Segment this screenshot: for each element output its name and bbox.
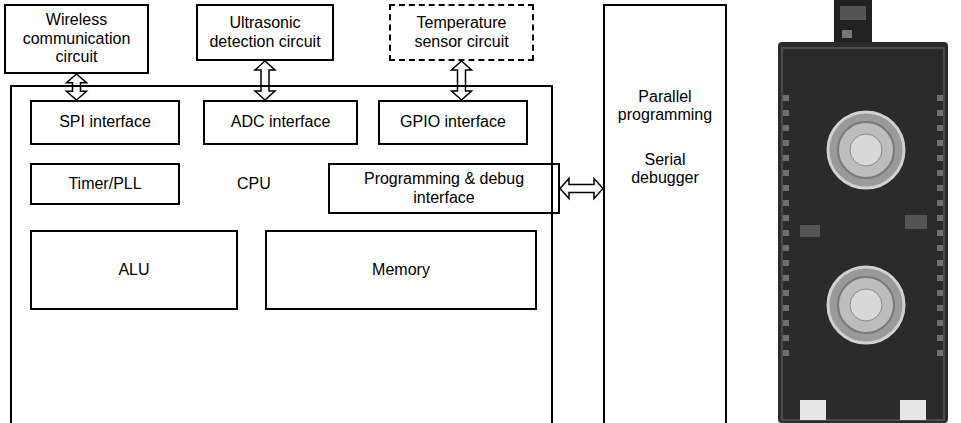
box-label: Memory [372, 261, 430, 279]
module-box: Programming & debug interface [328, 163, 560, 214]
double-block-arrow [560, 179, 603, 199]
module-box: Temperature sensor circuit [389, 4, 534, 61]
pin-header-left [783, 95, 789, 356]
module-box: ALU [30, 230, 238, 310]
module-box: Ultrasonic detection circuit [196, 4, 334, 61]
double-block-arrow [255, 61, 275, 100]
ultrasonic-transducer [828, 112, 904, 188]
box-label: Programming & debug interface [354, 170, 534, 207]
cpu-block: CPU SPI interface ADC interface GPIO interf… [10, 85, 553, 423]
ultrasonic-transducer [828, 267, 904, 343]
connector [900, 400, 926, 420]
pcb-edge [782, 48, 944, 420]
box-label: CPU [237, 175, 271, 193]
sensor-board [778, 0, 948, 423]
box-label: ADC interface [231, 113, 331, 131]
box-label: Serial debugger [609, 151, 721, 188]
box-label: SPI interface [59, 113, 151, 131]
module-box: ADC interface [203, 100, 358, 145]
connector [800, 400, 826, 420]
chip [800, 225, 820, 237]
chip [905, 215, 927, 229]
double-block-arrow [67, 74, 87, 100]
box-label: Timer/PLL [68, 175, 141, 193]
double-block-arrow [452, 61, 472, 100]
box-label: Wireless communication circuit [12, 11, 142, 66]
pin-header-right [937, 95, 943, 356]
box-label: GPIO interface [400, 113, 506, 131]
module-box: Wireless communication circuit [4, 4, 149, 74]
box-label: Temperature sensor circuit [397, 14, 527, 51]
module-box: Timer/PLL [30, 163, 180, 205]
box-label: ALU [118, 261, 149, 279]
module-box: Memory [265, 230, 537, 310]
box-label: Ultrasonic detection circuit [200, 14, 330, 51]
module-box: SPI interface [30, 100, 180, 145]
module-box: GPIO interface [378, 100, 528, 145]
strip-part [842, 30, 852, 38]
programmer-box: Parallel programmingSerial debugger [603, 4, 727, 423]
box-label: Parallel programming [609, 88, 721, 125]
pcb [778, 42, 948, 423]
strip-chip [840, 6, 866, 20]
